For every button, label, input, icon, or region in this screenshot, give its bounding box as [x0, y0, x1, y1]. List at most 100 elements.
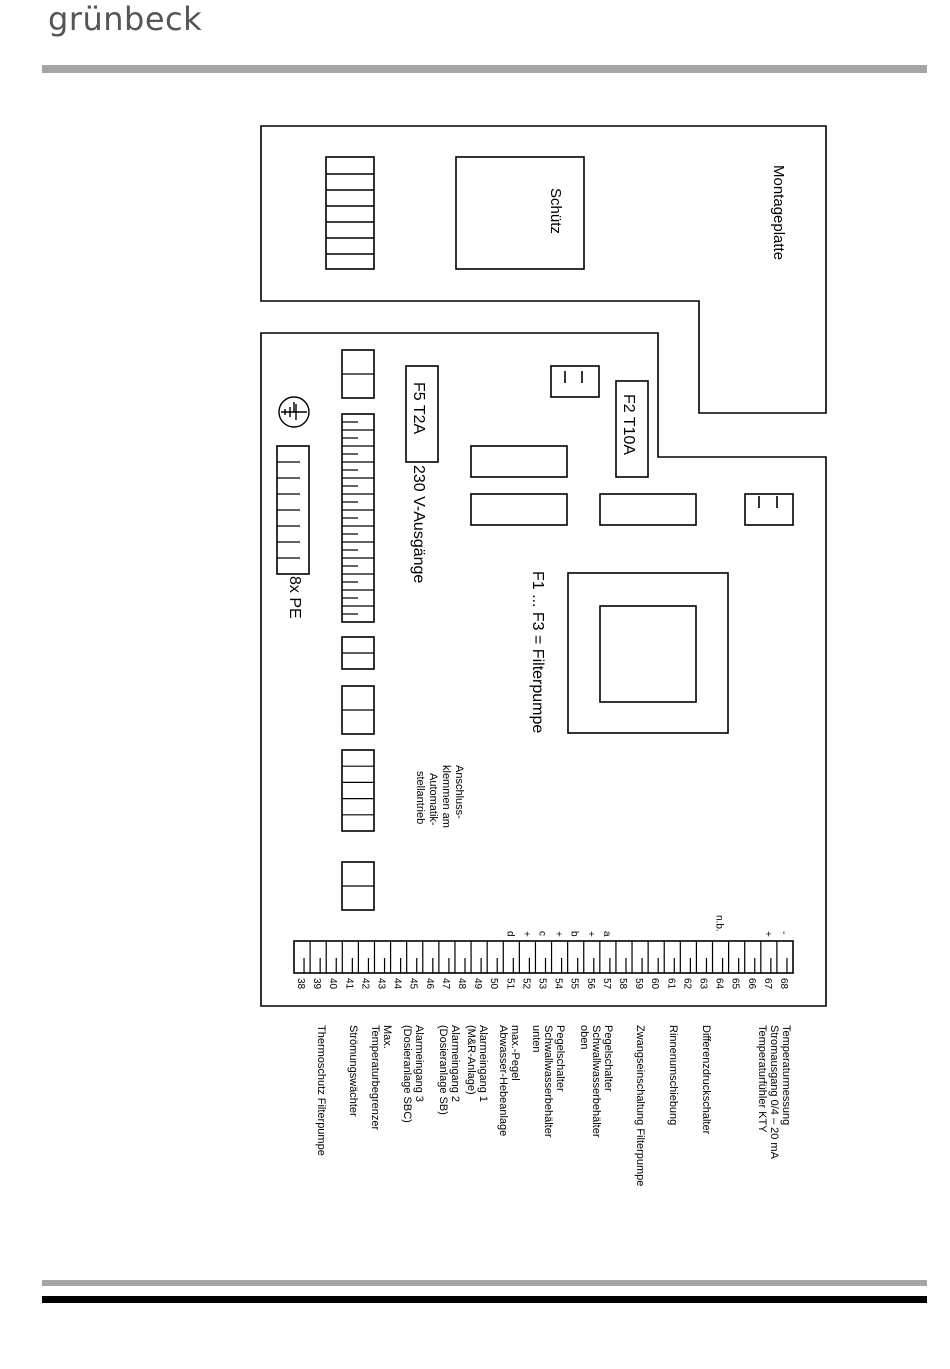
terminal-number: 42 — [359, 978, 370, 990]
terminal-number: 53 — [537, 978, 548, 990]
description-line: Differenzdruckschalter — [700, 1025, 712, 1135]
actuator-terminals-label: Anschluss-klemmen amAutomatik-stellantri… — [414, 765, 465, 828]
terminal-number: 40 — [327, 978, 338, 990]
terminal-number: 56 — [585, 978, 596, 990]
footer-divider-grey — [42, 1280, 927, 1286]
terminal-number: 47 — [440, 978, 451, 990]
terminal-number: 67 — [762, 978, 773, 990]
terminal-pin-marks: d + c + b + a n.b. + - — [504, 915, 789, 937]
terminal-number: 49 — [472, 978, 483, 990]
header-divider — [42, 65, 927, 73]
pin-mark: + — [585, 931, 596, 937]
pin-mark: c — [537, 931, 548, 936]
terminal-number: 51 — [504, 978, 515, 990]
contactor-label: Schütz — [547, 188, 564, 234]
terminal-number: 38 — [295, 978, 306, 990]
filter-pump-fuses-label: F1 ... F3 = Filterpumpe — [529, 571, 546, 733]
plate-terminal-block — [325, 156, 375, 270]
terminal-number: 60 — [649, 978, 660, 990]
terminal-numbers: 68 67 66 65 64 63 62 61 60 59 58 57 56 55 54 53 52 51 50 49… — [295, 978, 789, 990]
terminal-number: 50 — [488, 978, 499, 990]
actuator-label-line: stellantrieb — [414, 771, 426, 824]
description-line: max.-Pegel — [509, 1025, 521, 1081]
brand-logo: grünbeck — [48, 0, 203, 38]
description-line: Rinnenumschiebung — [667, 1025, 679, 1125]
mounting-plate-outline — [260, 125, 827, 414]
fuse-holder-1 — [470, 445, 568, 478]
description-line: Thermoschutz Filterpumpe — [315, 1025, 327, 1156]
mounting-plate-label: Montageplatte — [770, 165, 787, 260]
pin-mark: d — [504, 931, 515, 937]
pin-mark: + — [553, 931, 564, 937]
terminal-number: 55 — [569, 978, 580, 990]
description-line: Alarmeingang 1 — [477, 1025, 489, 1102]
fuse-f2-box — [615, 380, 649, 478]
description-line: Temperaturbegrenzer — [369, 1025, 381, 1131]
terminal-number: 59 — [633, 978, 644, 990]
transformer-inner — [599, 605, 697, 703]
fuse-holder-3 — [599, 493, 697, 526]
terminal-number: 64 — [714, 978, 725, 990]
description-line: Strömungswächter — [347, 1025, 359, 1117]
fuse-f5-box — [405, 365, 439, 463]
connector-small-1 — [550, 365, 600, 398]
terminal-number: 58 — [617, 978, 628, 990]
description-line: unten — [530, 1025, 542, 1053]
description-line: (Dosieranlage SB) — [437, 1025, 449, 1115]
output-terminal-e — [341, 749, 375, 832]
pe-terminals-label: 8x PE — [286, 576, 303, 619]
description-line: oben — [578, 1025, 590, 1049]
description-line: Alarmeingang 3 — [413, 1025, 425, 1102]
footer-divider-black — [42, 1296, 927, 1303]
terminal-number: 52 — [520, 978, 531, 990]
terminal-number: 44 — [392, 978, 403, 990]
fuse-f2-label: F2 T10A — [620, 394, 637, 455]
terminal-number: 43 — [376, 978, 387, 990]
pin-mark: - — [778, 931, 789, 934]
terminal-number: 39 — [311, 978, 322, 990]
ground-icon — [278, 396, 310, 428]
description-line: (M&R-Anlage) — [465, 1025, 477, 1095]
terminal-number: 61 — [665, 978, 676, 990]
actuator-label-line: Anschluss- — [453, 765, 465, 819]
terminal-number: 41 — [343, 978, 354, 990]
fuse-holder-2 — [470, 493, 568, 526]
terminal-number: 65 — [730, 978, 741, 990]
description-line: Zwangseinschaltung Filterpumpe — [634, 1025, 646, 1186]
pin-mark: n.b. — [714, 915, 725, 932]
description-line: (Dosieranlage SBC) — [401, 1025, 413, 1123]
terminal-number: 46 — [424, 978, 435, 990]
terminal-number: 68 — [778, 978, 789, 990]
connector-small-2 — [744, 493, 794, 526]
terminal-number: 57 — [601, 978, 612, 990]
terminal-number: 62 — [681, 978, 692, 990]
pin-mark: a — [601, 931, 612, 937]
description-line: Temperaturmessung — [780, 1025, 792, 1125]
terminal-number: 66 — [746, 978, 757, 990]
description-line: Stromausgang 0/4 – 20 mA — [768, 1025, 780, 1160]
outputs-230v-label: 230 V-Ausgänge — [410, 465, 427, 583]
actuator-label-line: Automatik- — [427, 773, 439, 826]
description-line: Alarmeingang 2 — [449, 1025, 461, 1102]
terminal-number: 45 — [408, 978, 419, 990]
description-line: Schwallwasserbehälter — [590, 1025, 602, 1138]
description-line: Pegelschalter — [554, 1025, 566, 1092]
terminal-number: 48 — [456, 978, 467, 990]
pin-mark: + — [762, 931, 773, 937]
fuse-f5-label: F5 T2A — [410, 382, 427, 435]
contactor-box — [455, 156, 585, 270]
description-line: Schwallwasserbehälter — [542, 1025, 554, 1138]
terminal-number: 54 — [553, 978, 564, 990]
description-line: Abwasser-Hebeanlage — [497, 1025, 509, 1136]
main-terminal-strip — [293, 940, 794, 974]
description-line: Pegelschalter — [602, 1025, 614, 1092]
terminal-number: 63 — [697, 978, 708, 990]
description-line: Max. — [381, 1025, 393, 1049]
control-board-outline — [260, 332, 827, 1007]
pin-mark: b — [569, 931, 580, 937]
transformer-outer — [567, 572, 729, 734]
actuator-label-line: klemmen am — [440, 765, 452, 828]
pin-mark: + — [520, 931, 531, 937]
